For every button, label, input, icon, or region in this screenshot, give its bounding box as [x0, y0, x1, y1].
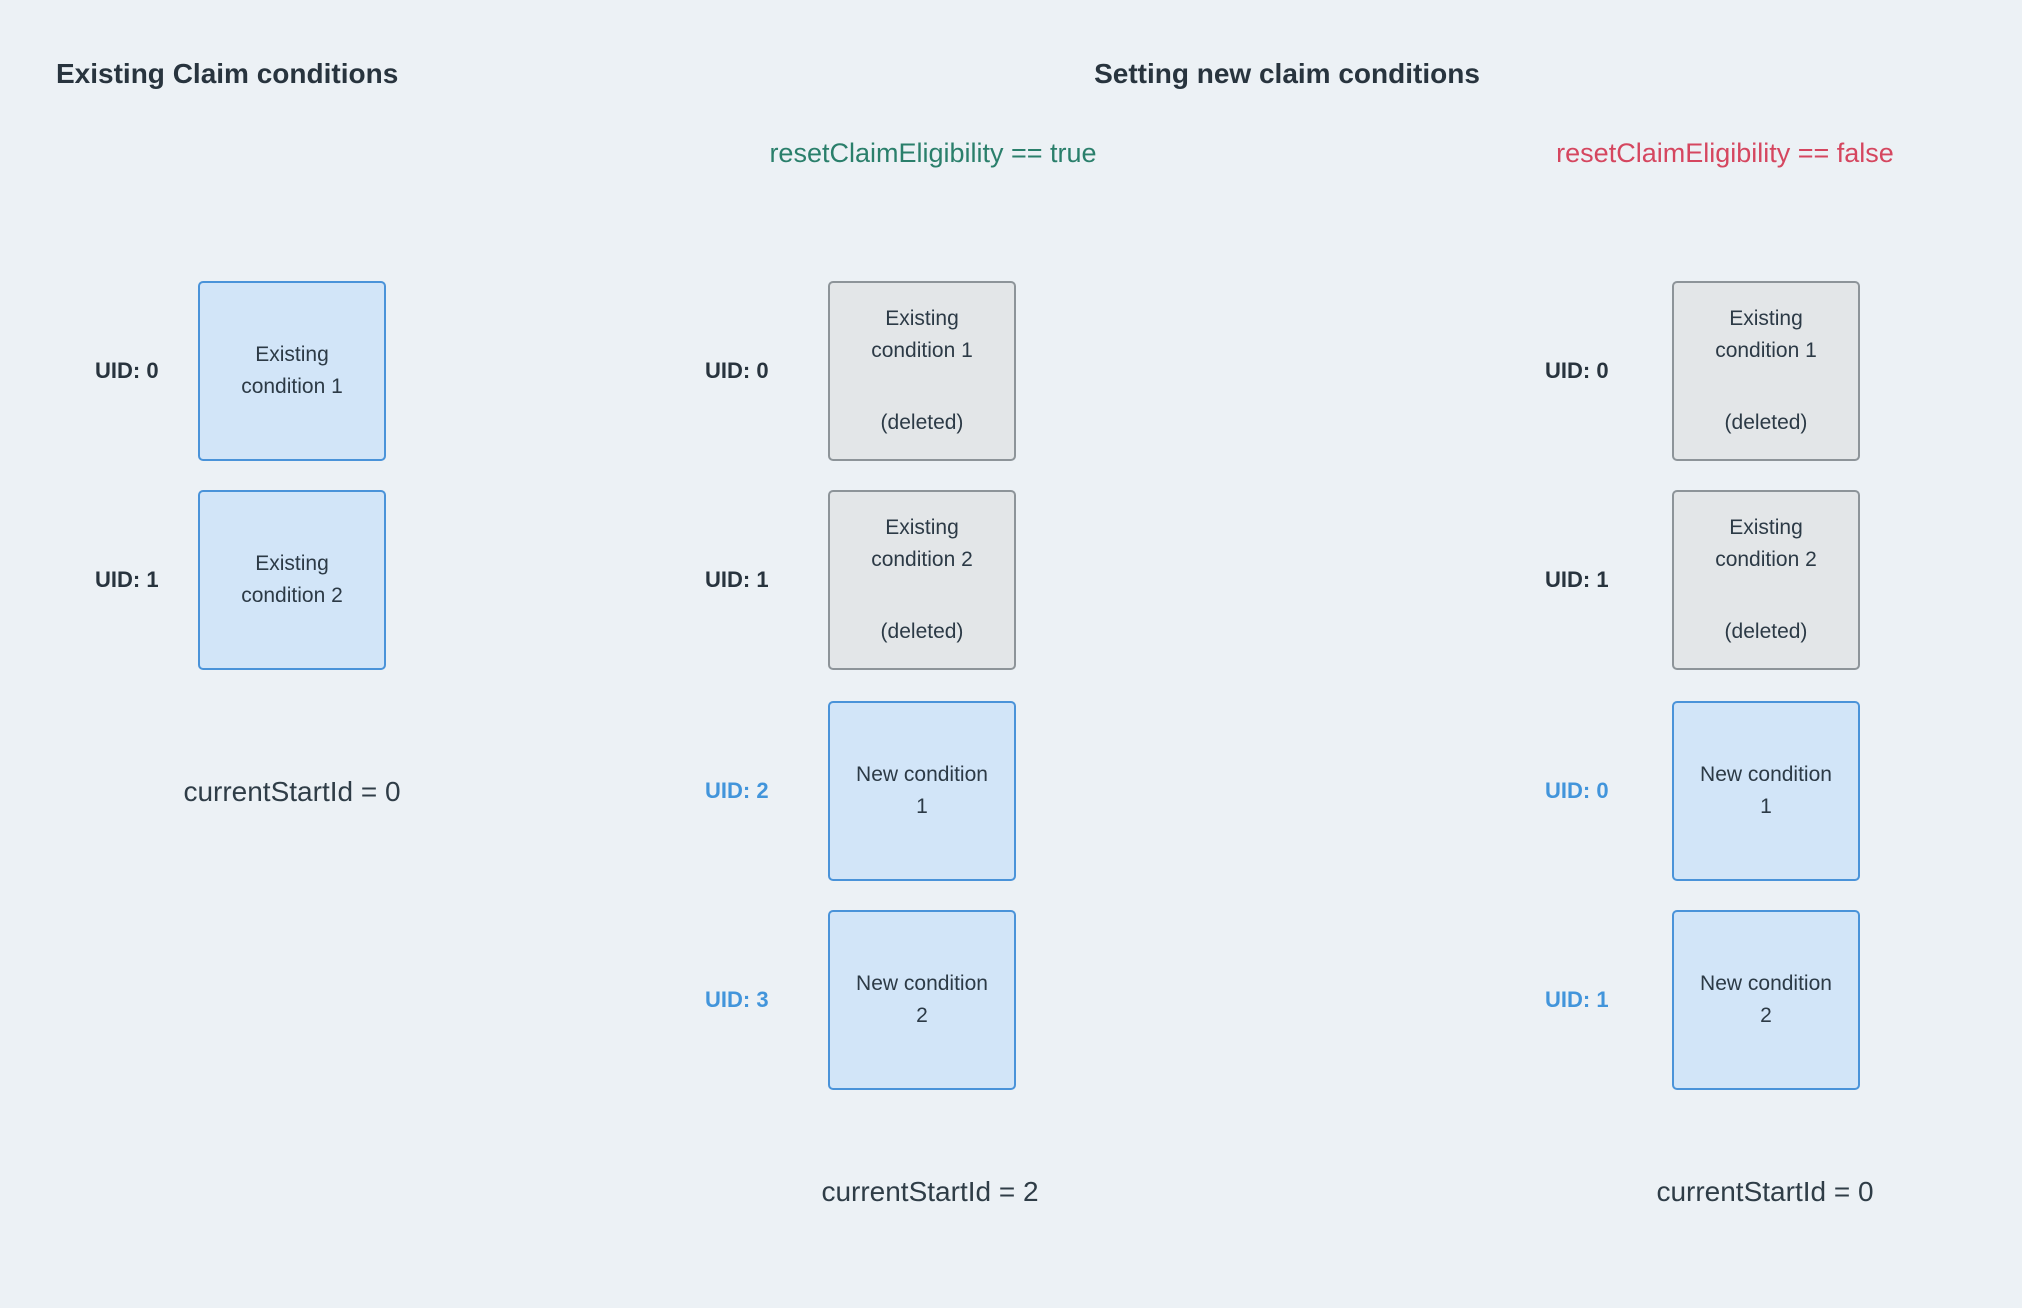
current-start-id: currentStartId = 0 [1656, 1176, 1874, 1207]
card-title: New condition 1 [856, 763, 988, 818]
card-title: Existing condition 1 [241, 343, 343, 398]
uid-label: UID: 2 [705, 778, 769, 803]
condition-card: New condition 2 [828, 910, 1016, 1090]
deleted-condition-card: Existing condition 1 (deleted) [828, 281, 1016, 461]
condition-card: New condition 2 [1672, 910, 1860, 1090]
deleted-status: (deleted) [1724, 620, 1808, 643]
deleted-condition-card: Existing condition 1 (deleted) [1672, 281, 1860, 461]
current-start-id: currentStartId = 2 [821, 1176, 1039, 1207]
card-title: Existing condition 2 [241, 552, 343, 607]
current-start-id: currentStartId = 0 [183, 776, 401, 807]
deleted-status: (deleted) [1724, 411, 1808, 434]
card-title: New condition 2 [856, 972, 988, 1027]
uid-label: UID: 1 [1545, 567, 1609, 592]
card-title: Existing condition 1 [1715, 307, 1817, 362]
card-title: Existing condition 1 [871, 307, 973, 362]
deleted-condition-card: Existing condition 2 (deleted) [1672, 490, 1860, 670]
uid-label: UID: 0 [1545, 358, 1609, 383]
uid-label: UID: 1 [705, 567, 769, 592]
reset-eligibility-false-label: resetClaimEligibility == false [1556, 138, 1894, 168]
uid-label: UID: 1 [1545, 987, 1609, 1012]
uid-label: UID: 0 [705, 358, 769, 383]
card-title: New condition 2 [1700, 972, 1832, 1027]
uid-label: UID: 0 [1545, 778, 1609, 803]
uid-label: UID: 3 [705, 987, 769, 1012]
uid-label: UID: 1 [95, 567, 159, 592]
deleted-status: (deleted) [880, 411, 964, 434]
setting-claims-title: Setting new claim conditions [1094, 58, 1480, 89]
condition-card: Existing condition 2 [198, 490, 386, 670]
condition-card: Existing condition 1 [198, 281, 386, 461]
deleted-condition-card: Existing condition 2 (deleted) [828, 490, 1016, 670]
condition-card: New condition 1 [828, 701, 1016, 881]
card-title: Existing condition 2 [871, 516, 973, 571]
condition-card: New condition 1 [1672, 701, 1860, 881]
card-title: New condition 1 [1700, 763, 1832, 818]
card-title: Existing condition 2 [1715, 516, 1817, 571]
deleted-status: (deleted) [880, 620, 964, 643]
uid-label: UID: 0 [95, 358, 159, 383]
reset-eligibility-true-label: resetClaimEligibility == true [769, 138, 1097, 168]
existing-claims-title: Existing Claim conditions [56, 58, 399, 89]
